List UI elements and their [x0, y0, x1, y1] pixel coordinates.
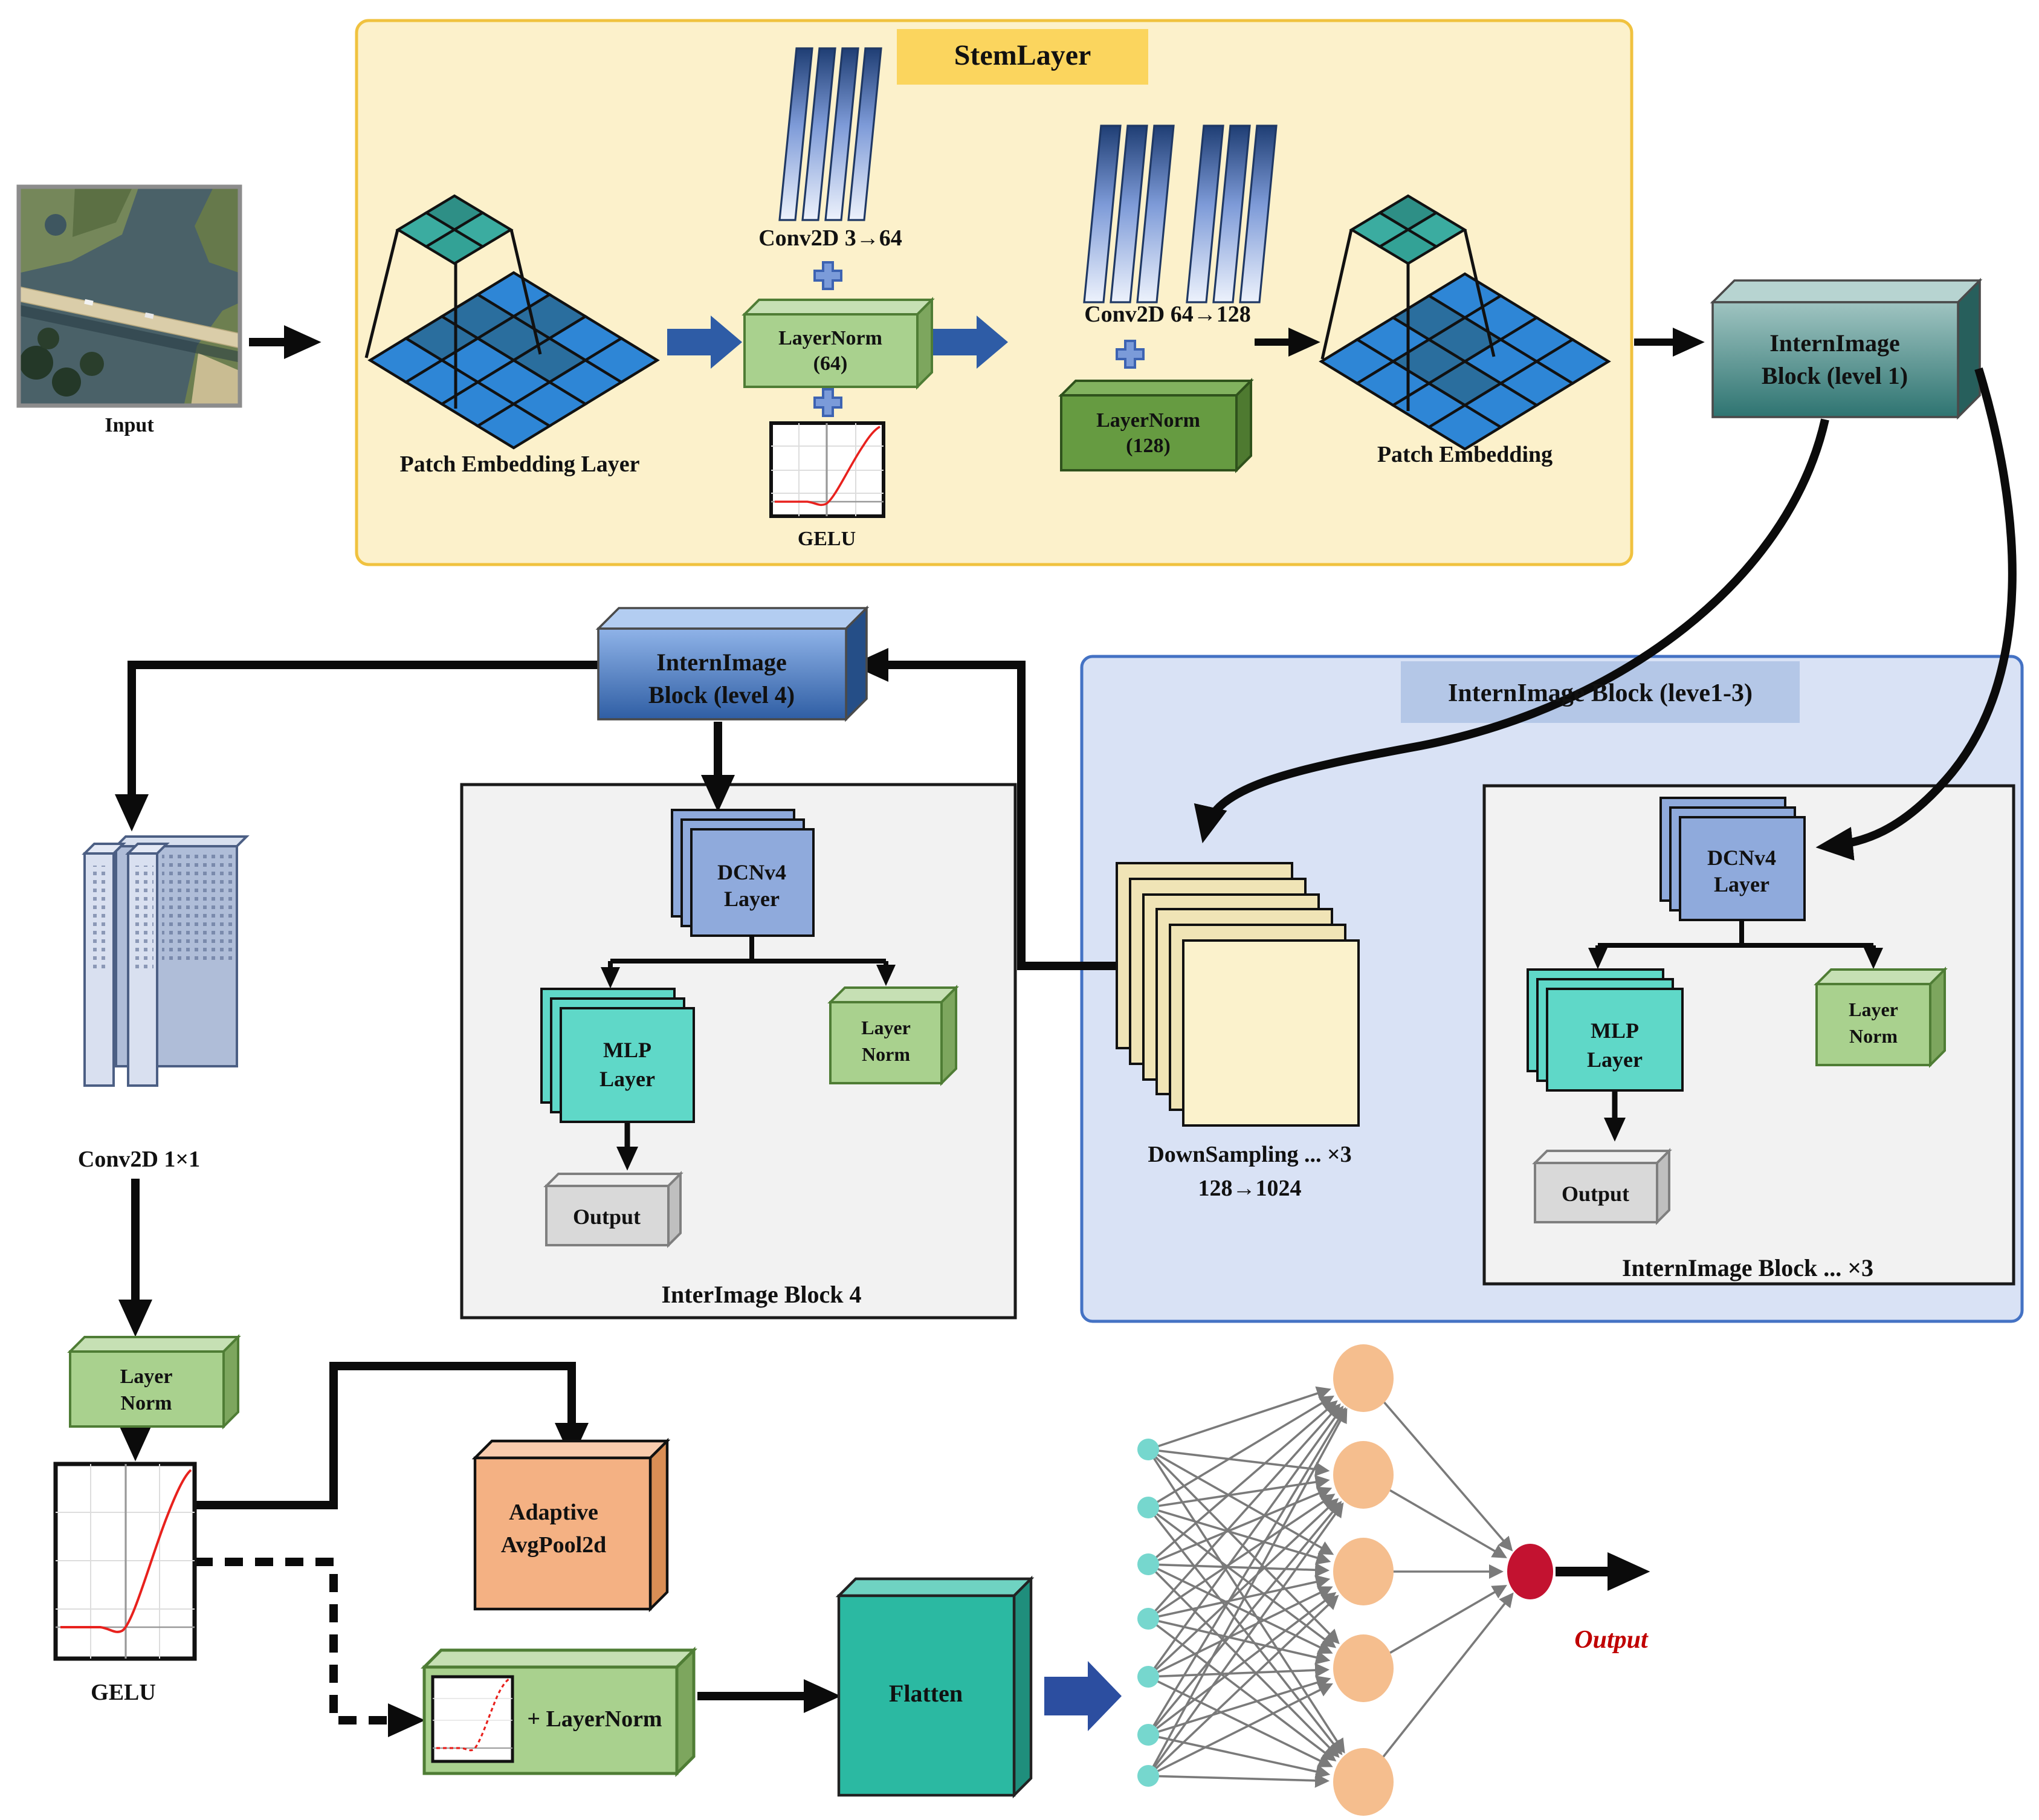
gelu-plot-stem [769, 421, 885, 518]
nn-output-node [1507, 1544, 1553, 1599]
level1-label: InternImage [1769, 331, 1900, 357]
patch-embedding-label: Patch Embedding [1377, 442, 1553, 468]
blocks13-mlp-label2: Layer [1587, 1048, 1643, 1072]
block4-dcnv4-label: DCNv4 [717, 860, 786, 885]
left-layernorm-box [67, 1334, 241, 1430]
conv1x1-stack [82, 835, 250, 1087]
nn-edges [1147, 1377, 1514, 1788]
gelu-stem-label: GELU [797, 527, 856, 551]
downsampling-stack [1116, 862, 1360, 1127]
gelu-mini-plot [431, 1675, 514, 1763]
block-arrow-right-icon [933, 316, 1008, 369]
dashed-arrow-gelu-to-pluslayernorm [195, 1558, 425, 1737]
blocks13-mlp-label: MLP [1591, 1018, 1639, 1043]
blocks13-dcnv4-stack [1659, 797, 1806, 921]
internimage-level4-block [595, 605, 870, 722]
block4-layernorm-label: Layer [861, 1018, 911, 1040]
avgpool-label2: AvgPool2d [500, 1533, 607, 1559]
input-image [16, 184, 242, 408]
avgpool-label: Adaptive [509, 1500, 598, 1526]
patch-embedding-layer-label: Patch Embedding Layer [399, 452, 640, 478]
blocks13-layernorm-label: Layer [1849, 1000, 1898, 1022]
layernorm128-label: LayerNorm [1096, 409, 1200, 432]
arrow-gelu-to-avgpool [195, 1362, 589, 1509]
conv2d-64-128-stack [1083, 125, 1278, 303]
nn-nodes [1137, 1344, 1553, 1816]
blocks13-branches [1588, 920, 1883, 1142]
stem-title: StemLayer [954, 40, 1091, 72]
arrow-downsampling-to-level4 [851, 648, 1123, 970]
curved-arrow-level1-to-dcnv4 [1815, 367, 2017, 861]
blocks13-layernorm-label2: Norm [1849, 1027, 1898, 1048]
flatten-label: Flatten [888, 1681, 963, 1708]
block4-dcnv4-label2: Layer [724, 887, 780, 912]
block4-layernorm-label2: Norm [862, 1045, 910, 1066]
level4-label: InternImage [656, 650, 787, 676]
blocks13-mlp-stack [1527, 968, 1684, 1092]
patch-embedding-layer-figure [364, 194, 660, 450]
connectors [115, 325, 1705, 1737]
blocks13-output-label: Output [1561, 1182, 1630, 1206]
block4-mlp-label2: Layer [599, 1067, 655, 1092]
input-label: Input [105, 413, 154, 437]
layernorm128-box [1058, 378, 1254, 473]
blocks13-caption: InternImage Block ... ×3 [1621, 1255, 1874, 1282]
block4-branches [601, 936, 896, 1171]
stem-panel [355, 19, 1633, 566]
block4-caption: InterImage Block 4 [661, 1282, 862, 1309]
patch-embedding-figure [1319, 194, 1611, 451]
block4-output-box [543, 1171, 683, 1248]
plus-layernorm-label: + LayerNorm [527, 1707, 662, 1733]
gelu-main-label: GELU [91, 1680, 156, 1706]
block4-dcnv4-stack [671, 809, 815, 937]
blocks13-layernorm-box [1814, 967, 1948, 1068]
block-arrow-right-icon [1044, 1661, 1122, 1731]
block-arrow-right-icon [667, 316, 742, 369]
layernorm64-label2: (64) [813, 352, 848, 375]
curved-arrow-level1-to-downsampling [1194, 418, 1829, 844]
left-layernorm-label: Layer [120, 1365, 173, 1388]
blocks13-title: InternImage Block (leve1-3) [1448, 678, 1753, 707]
plus-layernorm-box [420, 1646, 698, 1778]
plus-icon [813, 261, 842, 290]
conv2d-3-64-stack [778, 47, 882, 221]
gelu-plot-main [53, 1462, 197, 1661]
arrow-level4-to-conv1x1 [115, 661, 598, 832]
blocks13-dcnv4-label2: Layer [1714, 872, 1769, 897]
blocks13-output-box [1532, 1148, 1672, 1225]
level1-label2: Block (level 1) [1761, 363, 1908, 390]
block4-output-label: Output [572, 1205, 641, 1229]
conv2-label: Conv2D 64→128 [1084, 302, 1251, 328]
block4-mlp-stack [540, 988, 695, 1123]
internimage-level1-block [1710, 277, 1983, 420]
layernorm64-label: LayerNorm [778, 326, 882, 350]
left-layernorm-label2: Norm [120, 1391, 172, 1415]
conv1x1-label: Conv2D 1×1 [77, 1147, 201, 1173]
layernorm64-box [742, 297, 935, 390]
level4-label2: Block (level 4) [648, 682, 795, 709]
blocks13-dcnv4-label: DCNv4 [1707, 846, 1776, 870]
plus-icon [1116, 340, 1145, 369]
conv1-label: Conv2D 3→64 [758, 226, 902, 252]
downsampling-label2: 128→1024 [1198, 1176, 1302, 1202]
nn-output-label: Output [1574, 1624, 1648, 1654]
plus-icon [813, 388, 842, 417]
downsampling-label: DownSampling ... ×3 [1148, 1142, 1352, 1168]
block4-mlp-label: MLP [603, 1038, 651, 1063]
flatten-box [835, 1575, 1035, 1799]
layernorm128-label2: (128) [1126, 434, 1171, 458]
block4-layernorm-box [827, 985, 959, 1086]
adaptive-avgpool-box [471, 1437, 671, 1613]
